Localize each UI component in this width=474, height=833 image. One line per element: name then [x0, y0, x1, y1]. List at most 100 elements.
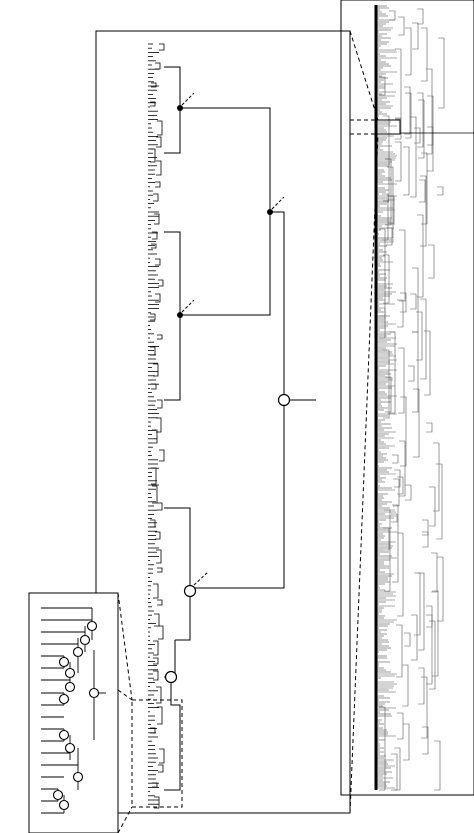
zoom-panel-main-filled-nodes [177, 93, 284, 585]
overview-internal-branch [403, 147, 409, 195]
overview-internal-branch [421, 153, 427, 224]
filled-node [177, 105, 183, 111]
overview-internal-branch [405, 485, 411, 500]
overview-panel-frame [340, 0, 474, 796]
overview-internal-branch [412, 23, 418, 49]
overview-internal-branch [422, 532, 428, 547]
zoom-internal-branch [155, 259, 160, 265]
zoom-internal-branch [157, 707, 162, 724]
overview-internal-branch [424, 331, 430, 395]
overview-internal-branch [405, 28, 411, 75]
overview-internal-branch [428, 245, 434, 278]
zoom-internal-branch [152, 486, 157, 503]
overview-internal-branch [437, 187, 443, 195]
zoom-internal-branch [153, 671, 158, 680]
zoom-internal-branch [150, 728, 155, 733]
open-node [277, 393, 291, 407]
zoom-internal-branch [154, 214, 159, 224]
overview-internal-branch [418, 100, 424, 158]
overview-internal-branch [404, 87, 410, 134]
overview-internal-branch [394, 470, 400, 487]
zoom-internal-branch [155, 294, 160, 302]
overview-internal-branch [426, 606, 432, 627]
open-node [79, 634, 91, 646]
zoom-internal-branch [151, 468, 156, 484]
open-node [88, 687, 100, 699]
zoom-internal-branch [153, 364, 158, 376]
overview-internal-branch [383, 116, 389, 201]
zoom-internal-branch [159, 44, 164, 50]
zoom-internal-branch [152, 783, 157, 787]
overview-internal-branch [393, 479, 399, 506]
overview-internal-branch [387, 167, 393, 238]
open-node [72, 646, 84, 658]
filled-node [177, 312, 183, 318]
zoom-internal-branch [157, 568, 162, 572]
filled-node [267, 209, 273, 215]
zoom-panel-main [95, 30, 351, 814]
zoom-internal-branch [157, 400, 162, 408]
zoom-internal-branch [157, 600, 162, 605]
overview-internal-branch [383, 255, 389, 303]
overview-internal-branch [426, 423, 432, 432]
overview-internal-branch [416, 312, 422, 360]
open-node [64, 681, 76, 693]
overview-internal-branch [404, 633, 410, 646]
overview-internal-branch [395, 142, 401, 181]
zoom-panel-detail-frame [28, 592, 119, 833]
zoom-internal-branch [157, 121, 162, 135]
zoom-internal-branch [159, 749, 164, 763]
overview-internal-branch [434, 741, 440, 790]
zoom-panel-main-frame [95, 30, 351, 814]
overview-internal-branch [392, 455, 398, 463]
overview-internal-branch [408, 366, 414, 381]
overview-internal-branch [383, 350, 389, 418]
open-node [52, 789, 64, 801]
overview-internal-branch [419, 180, 425, 202]
overview-internal-branch [399, 230, 405, 301]
overview-internal-branch [427, 127, 433, 145]
zoom-internal-branch [156, 137, 161, 147]
zoom-connectors [118, 31, 378, 833]
open-node [58, 656, 70, 668]
zoom-internal-branch [157, 335, 162, 339]
overview-internal-branch [422, 727, 428, 754]
zoom-internal-branch [158, 626, 163, 639]
zoom-panel-main-leaves [148, 44, 164, 808]
overview-internal-branch [385, 377, 391, 412]
overview-internal-branch [422, 520, 428, 535]
overview-internal-branch [426, 615, 432, 684]
zoom-internal-branch [151, 244, 156, 248]
overview-internal-branch [392, 505, 398, 582]
overview-internal-branch [417, 93, 423, 147]
overview-internal-branch [384, 510, 390, 591]
zoom-panel-main-open-nodes [164, 393, 291, 684]
overview-internal-branch [397, 533, 403, 616]
zoom-internal-branch [157, 503, 162, 510]
zoom-internal-branch [150, 520, 155, 527]
overview-internal-branch [379, 229, 385, 316]
zoom-internal-branch [156, 418, 161, 432]
overview-internal-branch [397, 477, 403, 494]
overview-internal-branch [395, 49, 401, 119]
overview-internal-branch [379, 707, 385, 790]
overview-internal-branch [403, 724, 409, 760]
overview-internal-branch [429, 487, 435, 526]
overview-internal-branch [412, 268, 418, 332]
overview-internal-branch [391, 514, 397, 522]
open-node [86, 620, 98, 632]
zoom-internal-branch [153, 658, 158, 664]
open-node [58, 799, 70, 811]
open-node [164, 670, 178, 684]
open-node [64, 742, 76, 754]
zoom-panel-main-highlight-box [131, 699, 183, 808]
overview-internal-branch [394, 748, 400, 790]
overview-internal-branch [414, 128, 420, 143]
overview-internal-branch [400, 397, 406, 466]
overview-internal-branch [396, 625, 402, 677]
overview-internal-branch [405, 93, 411, 138]
overview-internal-branch [402, 665, 408, 706]
zoom-internal-branch [155, 182, 160, 187]
overview-internal-branch [411, 615, 417, 660]
